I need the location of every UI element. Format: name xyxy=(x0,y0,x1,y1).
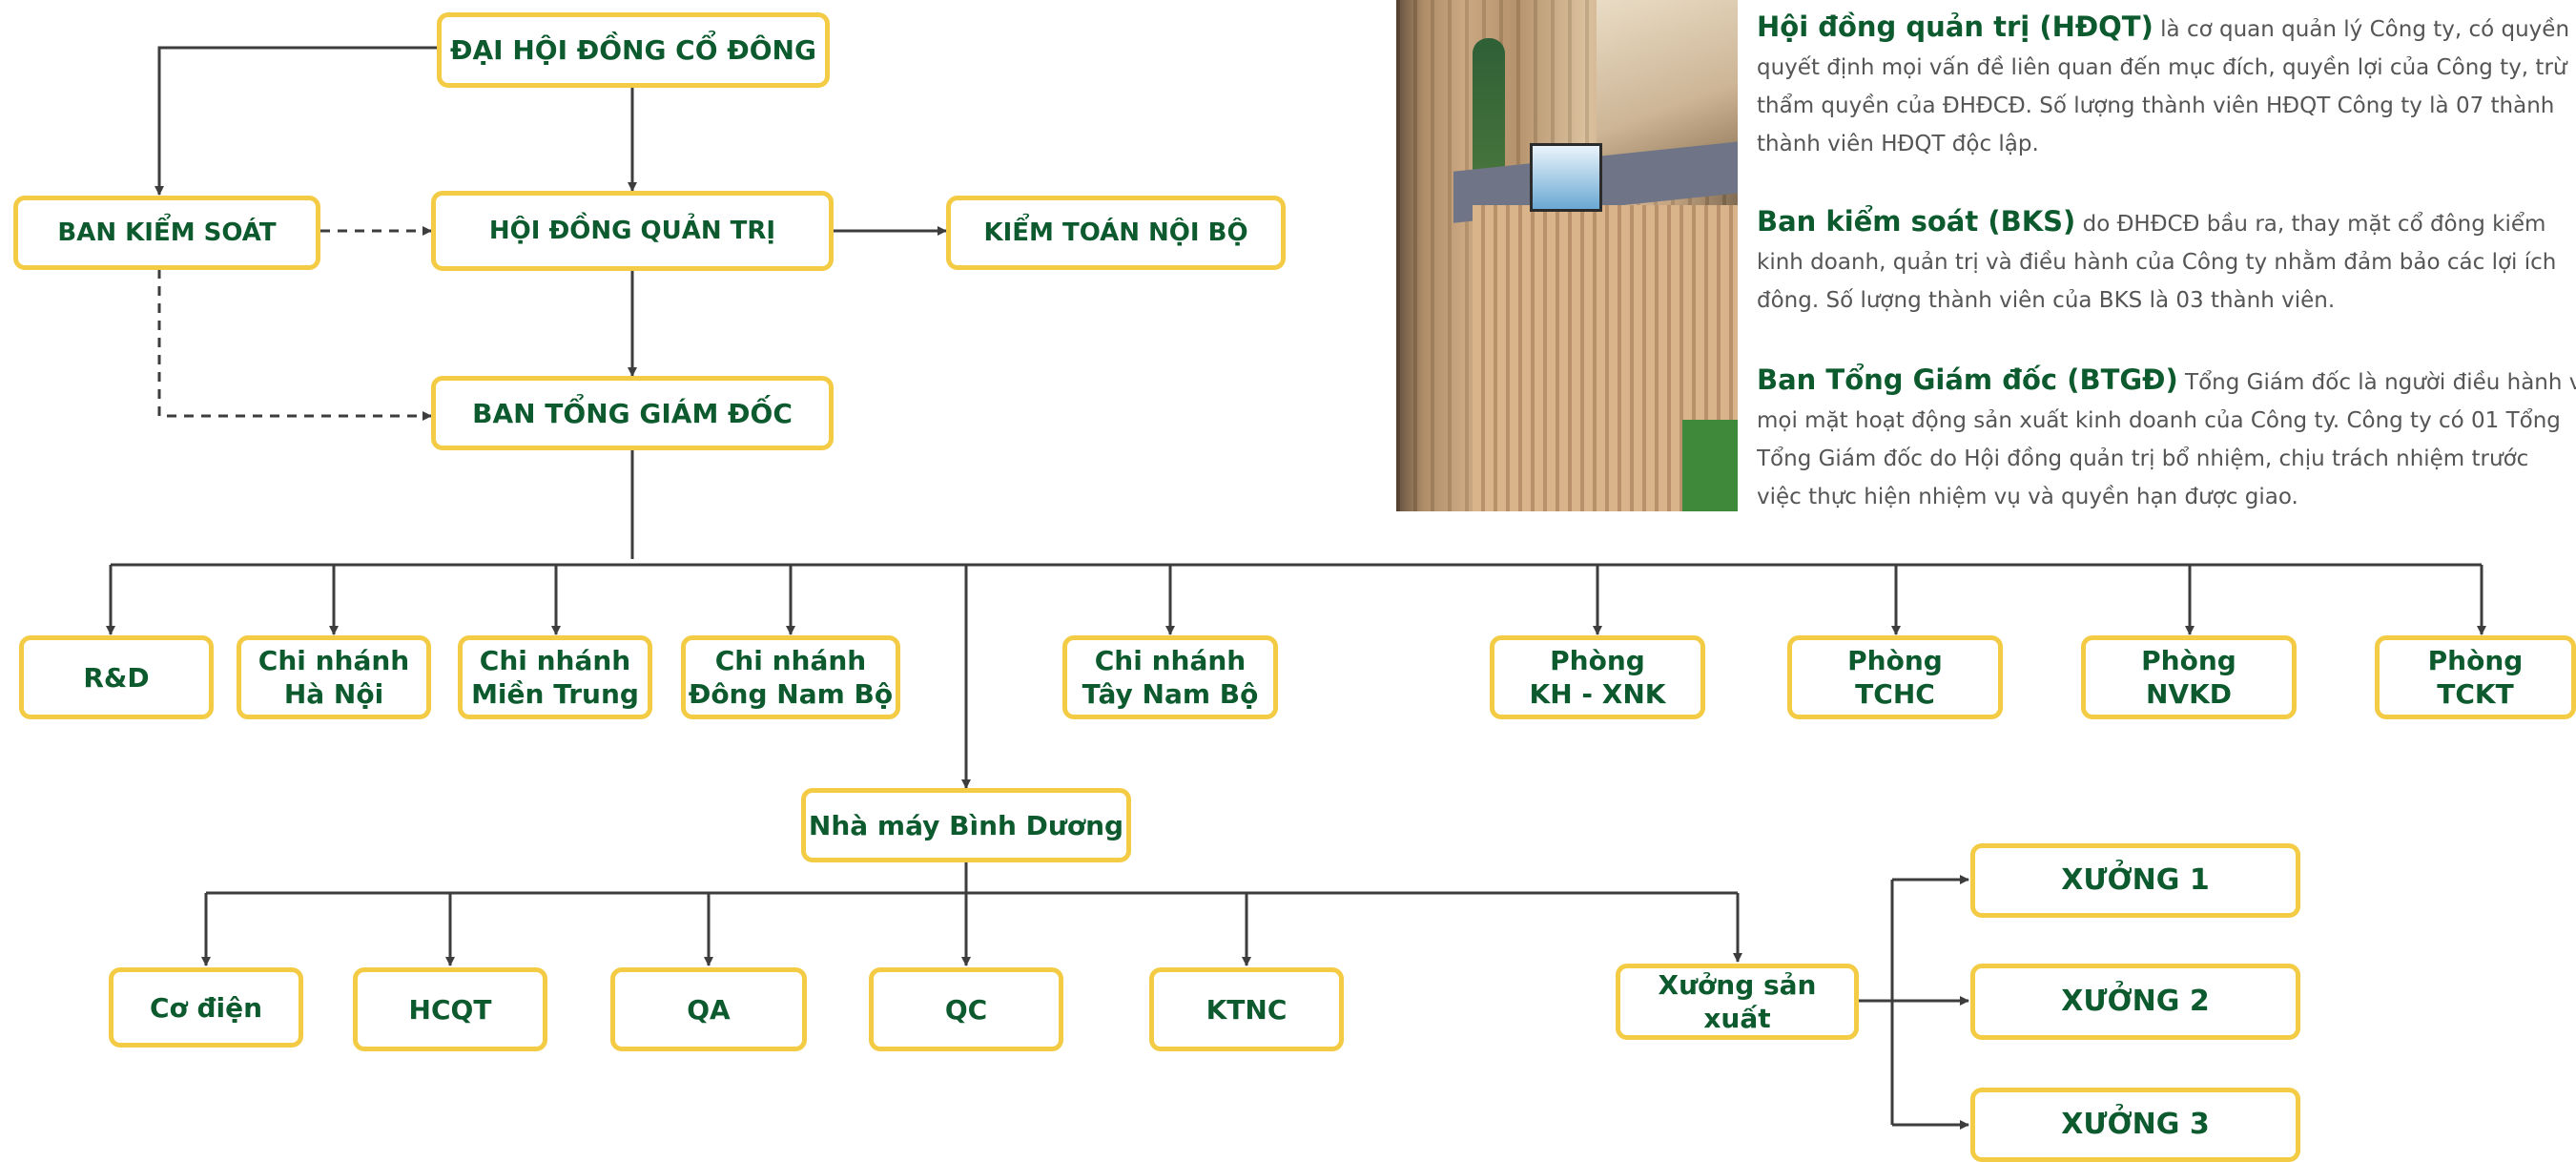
node-label: XƯỞNG 1 xyxy=(2061,863,2210,898)
artificial-grass xyxy=(1682,420,1738,511)
node-label-line1: Phòng xyxy=(2141,645,2236,676)
description-line: kinh doanh, quản trị và điều hành của Cô… xyxy=(1757,250,2557,275)
description-line: quyết định mọi vấn đề liên quan đến mục … xyxy=(1757,55,2567,80)
description-line: Ban kiểm soát (BKS) do ĐHĐCĐ bầu ra, tha… xyxy=(1757,205,2546,238)
node-label: Xưởng sản xuất xyxy=(1658,969,1817,1034)
node-hcqt: HCQT xyxy=(353,967,547,1051)
node-label: XƯỞNG 3 xyxy=(2061,1108,2210,1142)
node-label-line1: Chi nhánh xyxy=(1094,645,1247,676)
node-label: HCQT xyxy=(408,993,492,1026)
description-line: đông. Số lượng thành viên của BKS là 03 … xyxy=(1757,288,2336,313)
node-label-line2: Tây Nam Bộ xyxy=(1082,678,1259,710)
description-btgd: Ban Tổng Giám đốc (BTGĐ) Tổng Giám đốc l… xyxy=(1757,361,2576,516)
node-xuong-san-xuat: Xưởng sản xuất xyxy=(1616,964,1859,1040)
node-label-line2: TCKT xyxy=(2437,678,2514,710)
node-label: R&D xyxy=(83,661,150,694)
description-hdqt: Hội đồng quản trị (HĐQT) là cơ quan quản… xyxy=(1757,8,2576,163)
node-qc: QC xyxy=(869,967,1063,1051)
node-label-line2: Hà Nội xyxy=(283,678,384,710)
node-label-line1: Chi nhánh xyxy=(479,645,631,676)
node-xuong-3: XƯỞNG 3 xyxy=(1970,1088,2300,1162)
node-label: ĐẠI HỘI ĐỒNG CỔ ĐÔNG xyxy=(450,34,816,66)
node-co-dien: Cơ điện xyxy=(109,967,303,1048)
node-nha-may-binh-duong: Nhà máy Bình Dương xyxy=(801,788,1131,862)
node-label: QA xyxy=(687,993,731,1026)
node-label: BAN KIỂM SOÁT xyxy=(57,218,277,247)
node-qa: QA xyxy=(610,967,807,1051)
node-label: Cơ điện xyxy=(149,991,263,1024)
node-label: XƯỞNG 2 xyxy=(2061,985,2210,1019)
node-xuong-1: XƯỞNG 1 xyxy=(1970,843,2300,918)
node-label-line2: Đông Nam Bộ xyxy=(688,678,894,710)
node-ktnc: KTNC xyxy=(1149,967,1344,1051)
description-line: Hội đồng quản trị (HĐQT) là cơ quan quản… xyxy=(1757,10,2570,43)
description-line: mọi mặt hoạt động sản xuất kinh doanh củ… xyxy=(1757,408,2561,433)
node-xuong-2: XƯỞNG 2 xyxy=(1970,964,2300,1040)
node-label-line2: Miền Trung xyxy=(471,678,639,710)
node-label-line2: NVKD xyxy=(2145,678,2233,710)
node-label: Nhà máy Bình Dương xyxy=(808,809,1124,841)
node-rd: R&D xyxy=(19,635,214,719)
description-title: Hội đồng quản trị (HĐQT) xyxy=(1757,10,2154,43)
description-line: Tổng Giám đốc do Hội đồng quản trị bổ nh… xyxy=(1757,446,2529,471)
office-photo xyxy=(1396,0,1738,511)
node-label-line1: Phòng xyxy=(1847,645,1943,676)
description-bks: Ban kiểm soát (BKS) do ĐHĐCĐ bầu ra, tha… xyxy=(1757,202,2576,320)
connector-dhdcd-bks xyxy=(155,46,439,196)
node-label-line1: Chi nhánh xyxy=(714,645,867,676)
description-line: thành viên HĐQT độc lập. xyxy=(1757,132,2039,156)
node-dai-hoi-dong-co-dong: ĐẠI HỘI ĐỒNG CỔ ĐÔNG xyxy=(437,12,830,88)
node-label: QC xyxy=(944,993,988,1026)
description-line: thẩm quyền của ĐHĐCĐ. Số lượng thành viê… xyxy=(1757,93,2555,118)
connector-bks-btgd xyxy=(157,269,432,421)
node-kiem-toan-noi-bo: KIỂM TOÁN NỘI BỘ xyxy=(946,196,1286,270)
node-label: HỘI ĐỒNG QUẢN TRỊ xyxy=(488,216,776,245)
node-ban-tong-giam-doc: BAN TỔNG GIÁM ĐỐC xyxy=(431,376,834,450)
desk-sign xyxy=(1530,143,1602,212)
node-label: KIỂM TOÁN NỘI BỘ xyxy=(983,218,1248,247)
node-ban-kiem-soat: BAN KIỂM SOÁT xyxy=(13,196,320,270)
node-label-line1: Phòng xyxy=(1550,645,1645,676)
node-label-line2: TCHC xyxy=(1855,678,1935,710)
description-title: Ban Tổng Giám đốc (BTGĐ) xyxy=(1757,363,2178,396)
description-line: việc thực hiện nhiệm vụ và quyền hạn đượ… xyxy=(1757,485,2298,509)
node-label-line1: Phòng xyxy=(2427,645,2524,676)
node-label-line1: Chi nhánh xyxy=(258,645,410,676)
node-hoi-dong-quan-tri: HỘI ĐỒNG QUẢN TRỊ xyxy=(431,191,834,271)
description-title: Ban kiểm soát (BKS) xyxy=(1757,205,2076,238)
node-label-line2: KH - XNK xyxy=(1529,678,1666,710)
description-line: Ban Tổng Giám đốc (BTGĐ) Tổng Giám đốc l… xyxy=(1757,363,2576,396)
node-label: BAN TỔNG GIÁM ĐỐC xyxy=(472,397,793,429)
node-label: KTNC xyxy=(1206,993,1288,1026)
